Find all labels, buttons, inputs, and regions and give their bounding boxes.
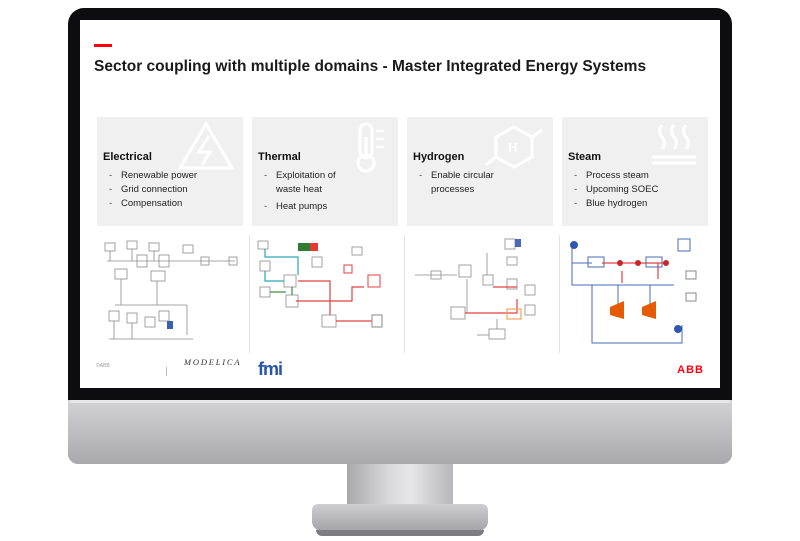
card-list: Exploitation of waste heat Heat pumps [264,169,356,214]
card-thermal: Thermal Exploitation of waste heat Heat … [252,117,398,226]
hydrogen-molecule-icon: H [485,125,543,169]
column-divider [404,235,405,353]
monitor-chin [68,400,732,464]
card-list: Enable circular processes [419,169,513,197]
list-item: Grid connection [109,183,197,197]
footer-separator [166,367,167,376]
list-item: Enable circular processes [419,169,513,197]
hydrogen-model-diagram [415,238,536,340]
electrical-model-diagram [104,240,238,340]
chin-highlight [70,400,730,403]
modelica-logo: MODELICA [184,357,242,367]
list-item: Exploitation of waste heat [264,169,356,197]
card-title: Thermal [258,151,301,163]
svg-text:H: H [508,140,517,155]
monitor-stand-edge [316,530,484,536]
high-voltage-icon [177,121,235,170]
thermal-model-diagram [257,240,383,328]
list-item: Compensation [109,197,197,211]
list-item: Renewable power [109,169,197,183]
abb-logo: ABB [677,364,704,376]
card-title: Steam [568,151,602,163]
card-title: Electrical [103,151,152,163]
monitor-screen: Sector coupling with multiple domains - … [80,20,720,388]
fmi-logo: fmi [258,359,283,379]
card-title: Hydrogen [413,151,465,163]
footer-copyright: ©ABB [96,363,110,369]
list-item: Heat pumps [264,200,356,214]
list-item: Upcoming SOEC [574,183,658,197]
card-steam: Steam Process steam Upcoming SOEC Blue h… [562,117,708,226]
thermometer-icon [356,122,384,173]
accent-mark [94,44,112,47]
card-list: Renewable power Grid connection Compensa… [109,169,197,211]
card-electrical: Electrical Renewable power Grid connecti… [97,117,243,226]
steam-model-diagram [570,238,697,344]
card-list: Process steam Upcoming SOEC Blue hydroge… [574,169,658,211]
column-divider [249,235,250,353]
column-divider [559,235,560,353]
steam-icon [652,124,696,165]
list-item: Blue hydrogen [574,197,658,211]
list-item: Process steam [574,169,658,183]
slide-title: Sector coupling with multiple domains - … [94,58,647,75]
card-hydrogen: H Hydrogen Enable circular processes [407,117,553,226]
